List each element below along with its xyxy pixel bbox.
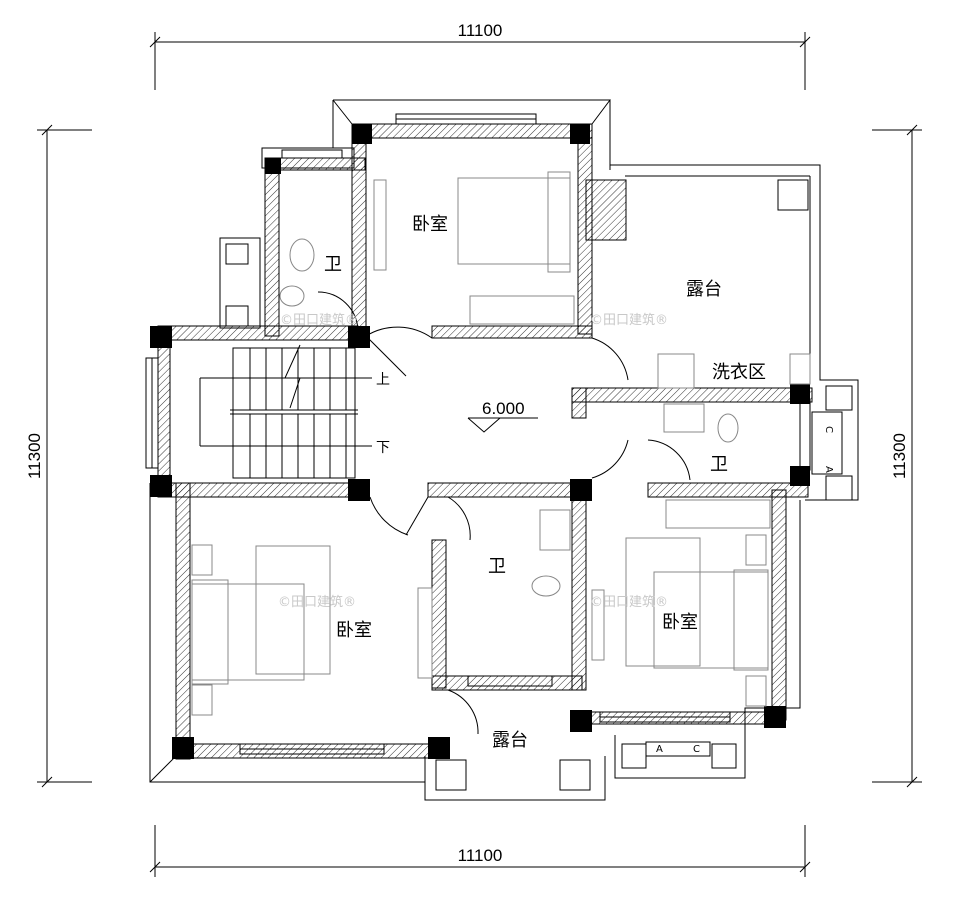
window-mark-right-a: A (823, 466, 834, 473)
room-label-bedroom-right: 卧室 (662, 612, 698, 633)
room-label-laundry: 洗衣区 (712, 362, 766, 383)
room-label-bath-center: 卫 (488, 556, 506, 577)
room-label-terrace-right: 露台 (686, 279, 722, 300)
dimension-top: 11100 (149, 21, 811, 90)
furniture (191, 171, 811, 716)
watermark: ©田口建筑® (590, 312, 668, 328)
window-mark-right-c: C (823, 426, 834, 433)
room-label-bath-top-left: 卫 (324, 254, 342, 275)
elevation-label: 6.000 (482, 399, 525, 418)
walls (157, 123, 813, 760)
dimension-top-label: 11100 (458, 21, 503, 40)
room-label-bedroom-left: 卧室 (336, 620, 372, 641)
room-label-terrace-bottom: 露台 (492, 730, 528, 751)
dimension-right-label: 11300 (890, 433, 909, 479)
window-mark-bottom-a: A (656, 744, 663, 755)
dimension-left-label: 11300 (25, 433, 44, 479)
room-label-bedroom-top: 卧室 (412, 214, 448, 235)
dimension-left: 11300 (25, 124, 92, 788)
room-label-bath-right: 卫 (710, 454, 728, 475)
watermark: ©田口建筑® (590, 594, 668, 610)
dimension-bottom-label: 11100 (458, 846, 503, 865)
stair-up-label: 上 (376, 372, 390, 388)
window-mark-bottom-c: C (693, 744, 700, 755)
columns (150, 124, 810, 759)
pillar-details (219, 179, 853, 791)
stair-down-label: 下 (376, 440, 390, 456)
windows (145, 113, 811, 755)
dimension-bottom: 11100 (149, 825, 811, 877)
watermark: ©田口建筑® (280, 312, 358, 328)
dimension-right: 11300 (872, 124, 922, 788)
stair: 上 下 (199, 344, 390, 479)
building-outline (149, 99, 859, 801)
doors (317, 291, 691, 735)
watermark: ©田口建筑® (278, 594, 356, 610)
elevation-marker: 6.000 (467, 399, 538, 433)
